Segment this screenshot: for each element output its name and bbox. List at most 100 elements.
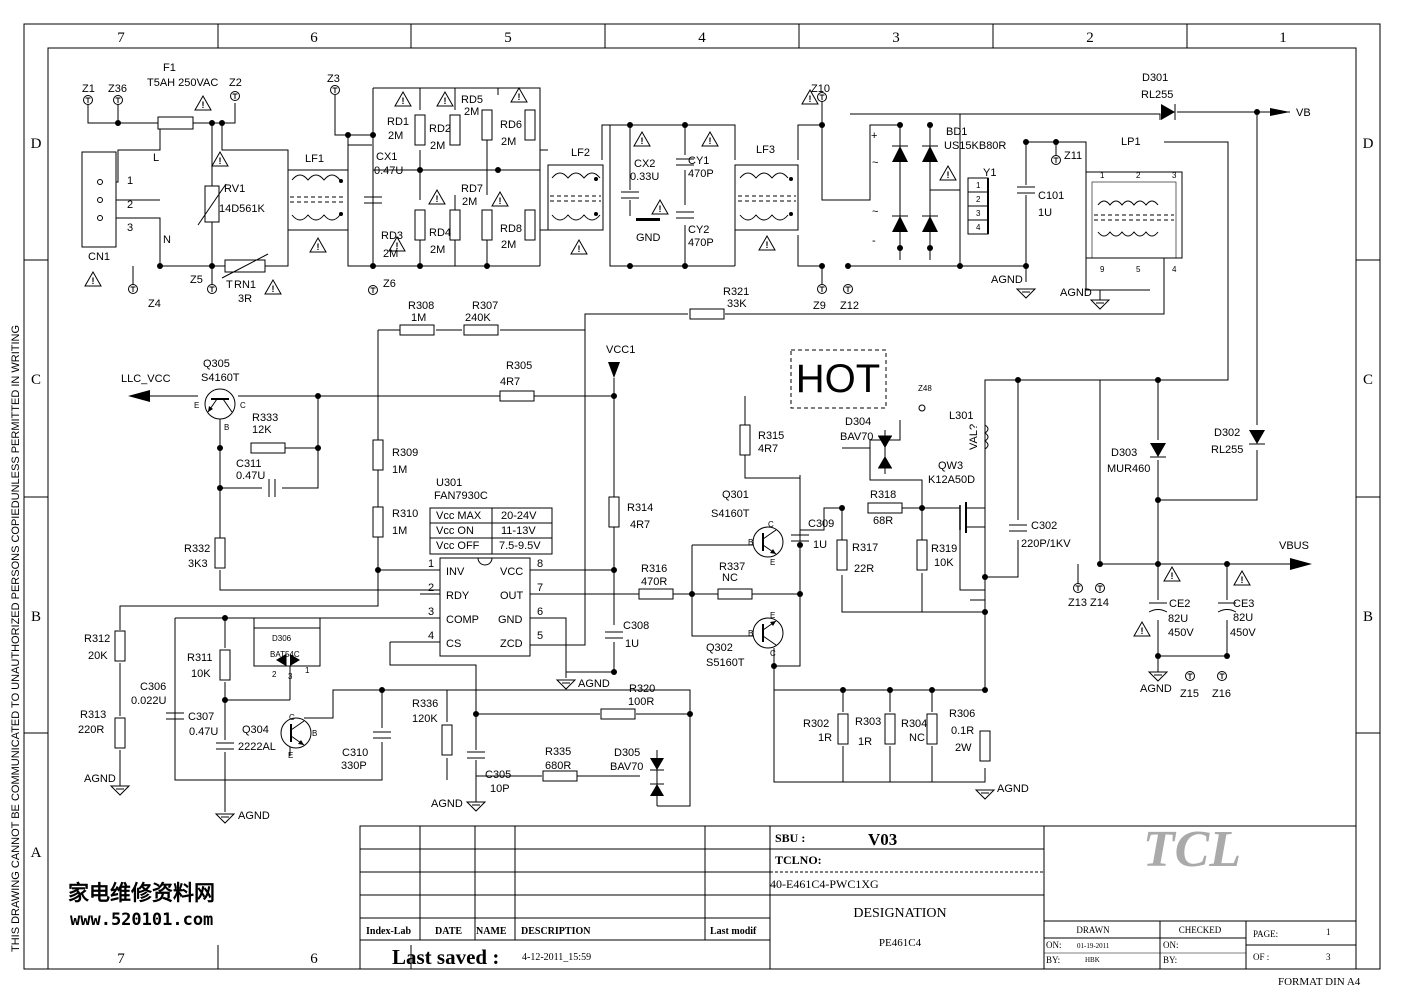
label: R315 bbox=[758, 430, 784, 442]
resistor-r303 bbox=[884, 713, 896, 745]
label: Z5 bbox=[190, 274, 203, 286]
label: RD4 bbox=[429, 227, 451, 239]
label: RD8 bbox=[500, 223, 522, 235]
transistor-q302 bbox=[752, 617, 784, 649]
label: CE3 bbox=[1233, 598, 1254, 610]
col-label: 6 bbox=[310, 951, 318, 967]
label: 1 bbox=[1100, 171, 1105, 180]
label: R332 bbox=[184, 543, 210, 555]
label: GND bbox=[636, 232, 661, 244]
row-label: D bbox=[31, 136, 42, 152]
label: Z10 bbox=[811, 83, 830, 95]
label: ~ bbox=[872, 157, 878, 169]
label: R305 bbox=[506, 360, 532, 372]
label: 1U bbox=[625, 638, 639, 650]
label: 1M bbox=[392, 525, 407, 537]
pin-name: GND bbox=[498, 614, 523, 626]
row-label: A bbox=[31, 845, 42, 861]
label: VAL? bbox=[968, 424, 980, 450]
row-label: B bbox=[31, 609, 41, 625]
pin-number: 2 bbox=[428, 582, 434, 594]
label: CY2 bbox=[688, 224, 709, 236]
diode-d302 bbox=[1248, 429, 1266, 445]
label: D302 bbox=[1214, 427, 1240, 439]
pin-name: RDY bbox=[446, 590, 470, 602]
label: 22R bbox=[854, 563, 874, 575]
label: C bbox=[240, 401, 246, 410]
label: 2 bbox=[127, 199, 133, 211]
gnd-symbol bbox=[636, 218, 660, 221]
last-saved-label: Last saved : bbox=[392, 945, 499, 969]
hot-zone-box bbox=[790, 349, 887, 409]
label: LP1 bbox=[1121, 136, 1141, 148]
label: 10P bbox=[490, 783, 510, 795]
label: 0.1R bbox=[951, 725, 974, 737]
label: 3R bbox=[238, 293, 252, 305]
confidentiality-note: THIS DRAWING CANNOT BE COMMUNICATED TO U… bbox=[10, 325, 22, 952]
pin-number: 1 bbox=[428, 558, 434, 570]
label: RD2 bbox=[429, 123, 451, 135]
by-label: BY: bbox=[1046, 955, 1060, 965]
row-label: B bbox=[1363, 609, 1373, 625]
mosfet-qw3 bbox=[959, 400, 986, 600]
diode-d305 bbox=[650, 750, 664, 800]
test-point-z48 bbox=[918, 404, 926, 412]
resistor-r333 bbox=[250, 442, 286, 454]
label: R308 bbox=[408, 300, 434, 312]
label: C309 bbox=[808, 518, 834, 530]
label: 2222AL bbox=[238, 741, 276, 753]
label: AGND bbox=[997, 783, 1029, 795]
label: 0.47U bbox=[374, 165, 403, 177]
resistor-r321 bbox=[689, 308, 725, 320]
col-last-modif: Last modif bbox=[710, 926, 757, 937]
label: LLC_VCC bbox=[121, 373, 171, 385]
label: NC bbox=[722, 572, 738, 584]
label: RL255 bbox=[1141, 89, 1173, 101]
label: 5 bbox=[1136, 265, 1141, 274]
choke-lf1 bbox=[287, 169, 349, 231]
label: R314 bbox=[627, 502, 653, 514]
label: CY1 bbox=[688, 155, 709, 167]
label: + bbox=[871, 130, 877, 142]
vcc-table-text: Vcc MAX 20-24V Vcc ON 11-13V Vcc OFF 7.5… bbox=[436, 510, 541, 552]
label: C307 bbox=[188, 711, 214, 723]
resistor-r308 bbox=[399, 324, 435, 336]
capacitor-c308 bbox=[604, 631, 624, 639]
label: 220P/1KV bbox=[1021, 538, 1071, 550]
col-label: 5 bbox=[504, 30, 512, 46]
label: K12A50D bbox=[928, 474, 975, 486]
vbus-arrow bbox=[1290, 558, 1312, 570]
label: 100R bbox=[628, 696, 654, 708]
capacitor-c311 bbox=[268, 478, 276, 498]
transistor-q301 bbox=[752, 526, 784, 558]
label: FAN7930C bbox=[434, 490, 488, 502]
label: 450V bbox=[1168, 627, 1194, 639]
choke-lf2 bbox=[547, 164, 604, 231]
label: RN1 bbox=[234, 279, 256, 291]
label: AGND bbox=[1140, 683, 1172, 695]
on-value: 01-19-2011 bbox=[1077, 942, 1110, 950]
capacitor-c310 bbox=[372, 731, 392, 739]
label: Z13 bbox=[1068, 597, 1087, 609]
row-label: D bbox=[1363, 136, 1374, 152]
pin-number: 4 bbox=[428, 630, 434, 642]
resistor-r337 bbox=[717, 588, 753, 600]
col-label: 1 bbox=[1279, 30, 1287, 46]
label: R311 bbox=[187, 652, 212, 664]
component-labels: F1 T5AH 250VAC Z1 Z36 Z2 Z3 L N 1 2 3 CN… bbox=[78, 62, 1311, 822]
label: C101 bbox=[1038, 190, 1064, 202]
label: R310 bbox=[392, 508, 418, 520]
label: 4R7 bbox=[758, 443, 778, 455]
ic-u301 bbox=[439, 557, 531, 657]
label: 470R bbox=[641, 576, 667, 588]
of-value: 3 bbox=[1326, 952, 1331, 962]
resistor-r332 bbox=[214, 537, 226, 569]
label: C302 bbox=[1031, 520, 1057, 532]
label: E bbox=[288, 751, 293, 760]
diode-d306 bbox=[253, 627, 321, 667]
label: RL255 bbox=[1211, 444, 1243, 456]
label: L bbox=[153, 152, 159, 164]
label: AGND bbox=[578, 678, 610, 690]
tclno-value: 40-E461C4-PWC1XG bbox=[770, 877, 879, 891]
